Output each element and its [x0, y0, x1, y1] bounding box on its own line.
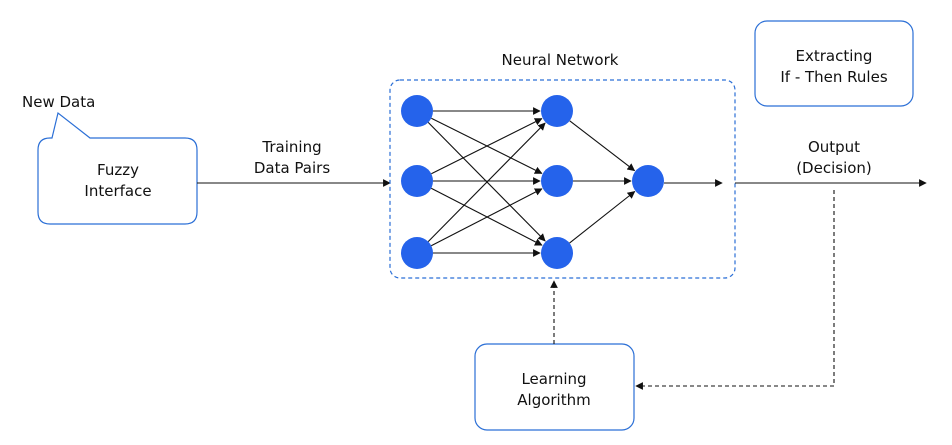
learning-label-line2: Algorithm: [517, 391, 590, 409]
connection-l1-3-to-1: [427, 122, 546, 242]
training-label-line1: Training: [261, 138, 321, 156]
learning-label-line1: Learning: [521, 370, 586, 388]
output-label-line1: Output: [808, 138, 860, 156]
connection-l1-3-to-2: [430, 188, 543, 247]
connection-l1-2-to-1: [431, 118, 543, 175]
neuron-layer2-2: [541, 165, 573, 197]
fuzzy-interface-label-line2: Interface: [84, 182, 151, 200]
rules-box: [754, 20, 914, 107]
neuron-layer1-2: [401, 165, 433, 197]
neural-network-title: Neural Network: [502, 51, 619, 69]
neuron-layer2-1: [541, 95, 573, 127]
connection-l2-3-to-1: [569, 191, 636, 244]
rules-label-line2: If - Then Rules: [780, 68, 887, 86]
feedback-arrow: [635, 190, 835, 390]
rules-label-line1: Extracting: [796, 47, 873, 65]
neuron-layer2-3: [541, 237, 573, 269]
neuron-layer3-1: [632, 165, 664, 197]
network-connections: [427, 107, 636, 257]
neuron-layer1-3: [401, 237, 433, 269]
fuzzy-interface-label-line1: Fuzzy: [97, 161, 139, 179]
neural-network-box: [389, 79, 736, 279]
output-label-line2: (Decision): [796, 159, 872, 177]
training-label-line2: Data Pairs: [254, 159, 330, 177]
network-nodes: [401, 95, 664, 269]
connection-l2-1-to-1: [569, 120, 636, 172]
fuzzy-interface-box: [37, 111, 198, 225]
neuron-layer1-1: [401, 95, 433, 127]
new-data-label: New Data: [22, 93, 95, 111]
